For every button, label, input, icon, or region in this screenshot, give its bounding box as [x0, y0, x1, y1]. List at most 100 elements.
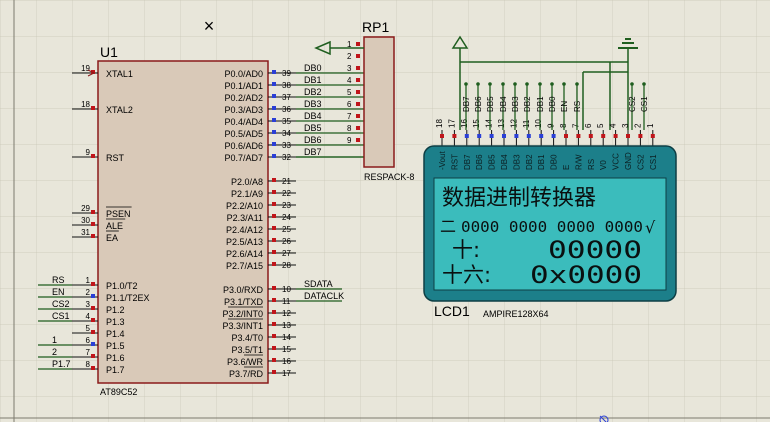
u1-right-pin-name: P0.5/AD5	[224, 129, 263, 139]
u1-right-pin-marker	[272, 262, 276, 266]
p1-net-label: CS1	[52, 311, 70, 321]
u1-left-pin-name: EA	[106, 233, 118, 243]
u1-left-pin-name: ALE	[106, 221, 123, 231]
u1-right-pin-num: 10	[282, 285, 291, 294]
u1-right-pin-marker	[272, 190, 276, 194]
u1-left-pin-marker	[91, 294, 95, 298]
u1-left-pin-name: P1.1/T2EX	[106, 293, 150, 303]
lcd-net-label: DB2	[523, 96, 532, 112]
u1-right-pin-marker	[272, 334, 276, 338]
lcd-pin-name: DB5	[488, 154, 497, 170]
lcd-net-dot	[630, 82, 634, 86]
u1-right-pin-name: P0.1/AD1	[224, 81, 263, 91]
close-icon[interactable]: ×	[204, 16, 215, 36]
u1-right-pin-name: P2.5/A13	[226, 237, 263, 247]
lcd-pin-name: R/W	[574, 154, 583, 170]
u1-right-pin-num: 27	[282, 249, 291, 258]
p0-net-label: DB6	[304, 135, 322, 145]
u1-left-pin-name: XTAL1	[106, 69, 133, 79]
rp1-pin-marker	[356, 90, 360, 94]
lcd-net-label: DB5	[486, 96, 495, 112]
u1-left-pin-num: 1	[86, 276, 91, 285]
rp1-body[interactable]	[363, 36, 395, 168]
p3-net-label: SDATA	[304, 279, 333, 289]
u1-right-pin-num: 26	[282, 237, 291, 246]
u1-left-pin-num: 8	[86, 360, 91, 369]
lcd-pin-num: 11	[522, 119, 531, 128]
lcd-line2-suffix: √	[645, 218, 656, 237]
u1-left-pin-name: P1.0/T2	[106, 281, 138, 291]
lcd-net-label: DB1	[536, 96, 545, 112]
lcd-pin-name: DB3	[512, 154, 521, 170]
lcd-pin-num: 14	[485, 119, 494, 128]
lcd-pin-num: 17	[447, 119, 456, 128]
vcc-terminal-icon[interactable]	[451, 35, 469, 49]
u1-left-pin-name: P1.5	[106, 341, 125, 351]
lcd-pin-name: CS1	[649, 154, 658, 170]
lcd-net-dot	[488, 82, 492, 86]
u1-left-pin-num: 9	[86, 148, 91, 157]
u1-right-pin-name: P3.4/T0	[231, 333, 263, 343]
lcd-net-dot	[575, 82, 579, 86]
lcd-line2-prefix: 二	[440, 217, 456, 236]
u1-left-pin-num: 18	[81, 100, 90, 109]
rp1-pin-marker	[356, 114, 360, 118]
u1-right-pin-name: P2.6/A14	[226, 249, 263, 259]
u1-right-pin-marker	[272, 130, 276, 134]
u1-left-pin-name: P1.6	[106, 353, 125, 363]
u1-right-pin-name: P2.1/A9	[231, 189, 263, 199]
lcd-line3-label: 十:	[452, 238, 480, 262]
u1-right-pin-name: P2.2/A10	[226, 201, 263, 211]
u1-right-pin-name: P2.0/A8	[231, 177, 263, 187]
lcd-part: AMPIRE128X64	[483, 309, 549, 319]
lcd-pin-marker	[502, 134, 506, 138]
lcd-line4-value: 0x0000	[530, 261, 642, 289]
u1-left-pin-num: 2	[86, 288, 91, 297]
u1-right-pin-num: 36	[282, 105, 291, 114]
u1-right-pin-name: P3.1/TXD	[224, 297, 264, 307]
probe-marker-icon[interactable]	[599, 415, 609, 422]
u1-right-pin-marker	[272, 214, 276, 218]
lcd-net-label: EN	[560, 101, 569, 112]
u1-chip-body[interactable]	[97, 60, 269, 384]
rp1-pin-marker	[356, 138, 360, 142]
lcd-pin-marker	[650, 134, 655, 138]
lcd-pin-name: DB6	[475, 154, 484, 170]
u1-right-pin-num: 17	[282, 369, 291, 378]
u1-right-pin-marker	[272, 202, 276, 206]
u1-right-pin-name: P3.3/INT1	[222, 321, 263, 331]
p0-net-label: DB7	[304, 147, 322, 157]
lcd-pin-marker	[551, 134, 556, 138]
u1-left-pin-name: P1.3	[106, 317, 125, 327]
u1-right-pin-name: P0.0/AD0	[224, 69, 263, 79]
lcd-ref: LCD1	[434, 303, 470, 319]
u1-right-pin-num: 13	[282, 321, 291, 330]
lcd-pin-name: E	[562, 165, 571, 170]
p1-net-label: CS2	[52, 299, 70, 309]
u1-right-pin-num: 15	[282, 345, 291, 354]
p0-net-label: DB0	[304, 63, 322, 73]
lcd-net-dot	[464, 82, 468, 86]
u1-right-pin-num: 24	[282, 213, 291, 222]
u1-right-pin-name: P2.4/A12	[226, 225, 263, 235]
u1-right-pin-marker	[272, 250, 276, 254]
u1-right-pin-num: 22	[282, 189, 291, 198]
lcd-net-dot	[513, 82, 517, 86]
u1-left-pin-marker	[91, 354, 95, 358]
u1-left-pin-num: 30	[81, 216, 90, 225]
u1-right-pin-num: 25	[282, 225, 291, 234]
u1-right-pin-name: P3.5/T1	[231, 345, 263, 355]
lcd-pin-num: 3	[621, 123, 630, 128]
power-terminal-icon[interactable]	[314, 40, 331, 56]
u1-right-pin-marker	[272, 94, 276, 98]
u1-left-pin-num: 3	[86, 300, 91, 309]
lcd-pin-name: -Vout	[438, 151, 447, 170]
u1-right-pin-num: 21	[282, 177, 291, 186]
lcd-pin-marker	[576, 134, 581, 138]
lcd-net-label: CS1	[640, 96, 649, 112]
lcd-pin-marker	[539, 134, 544, 138]
u1-right-pin-marker	[272, 82, 276, 86]
